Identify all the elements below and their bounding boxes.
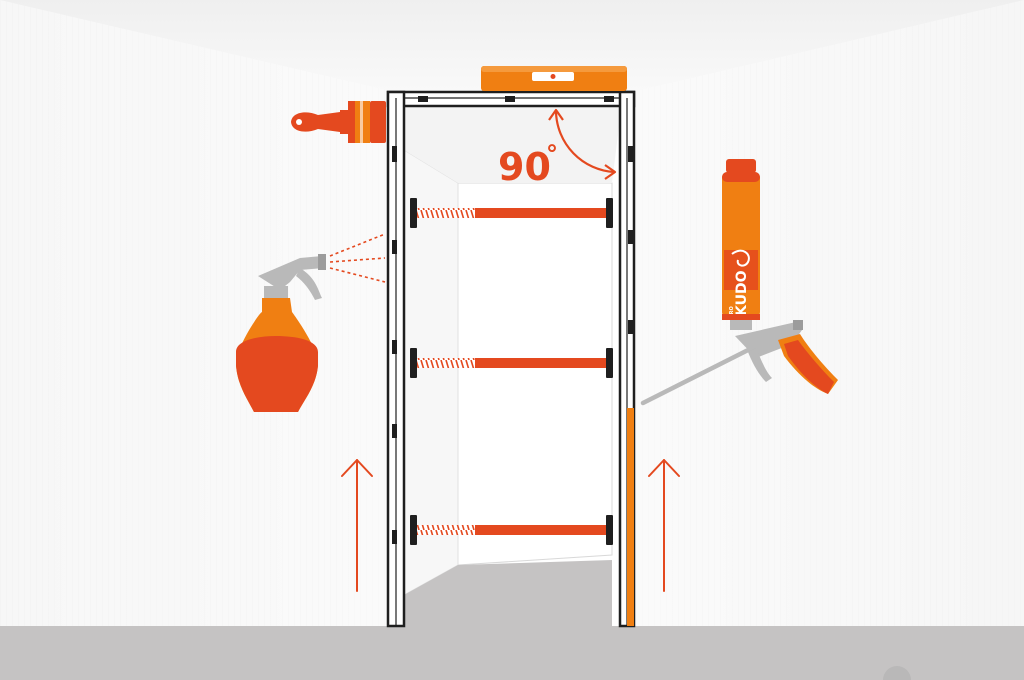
left-wall-texture: [0, 0, 395, 630]
angle-arc: [554, 111, 615, 174]
foam-gun-icon: [640, 320, 838, 406]
angle-degree-symbol: °: [546, 140, 558, 168]
spacer-strut-bottom: [410, 515, 613, 545]
arrow-up-icon-left: [341, 459, 373, 592]
applied-foam-strip: [627, 408, 634, 626]
door-frame: [386, 90, 636, 628]
corridor-floor: [404, 560, 612, 626]
spirit-level-icon: [481, 66, 627, 91]
spray-mist: [329, 233, 386, 283]
floor-decoration: [883, 666, 911, 680]
foam-can-icon: KUDO PRO: [722, 159, 760, 330]
arrow-up-icon-right: [648, 459, 680, 592]
spacer-strut-top: [410, 198, 613, 228]
right-wall-texture: [632, 0, 1024, 630]
spray-bottle-icon: [236, 233, 386, 412]
corridor-ceiling: [404, 102, 622, 183]
foam-gun-barrel: [640, 341, 763, 406]
spacer-strut-middle: [410, 348, 613, 378]
frame-wedges: [392, 96, 633, 544]
foam-can-badge: PRO: [729, 306, 735, 318]
corridor-back-wall: [457, 182, 613, 566]
paint-brush-icon: [291, 101, 386, 143]
right-angle-annotation: 90 °: [498, 108, 617, 189]
foam-can-brand: KUDO: [734, 270, 750, 316]
spacer-struts: [410, 198, 613, 545]
angle-value: 90: [498, 145, 551, 189]
floor: [0, 626, 1024, 680]
